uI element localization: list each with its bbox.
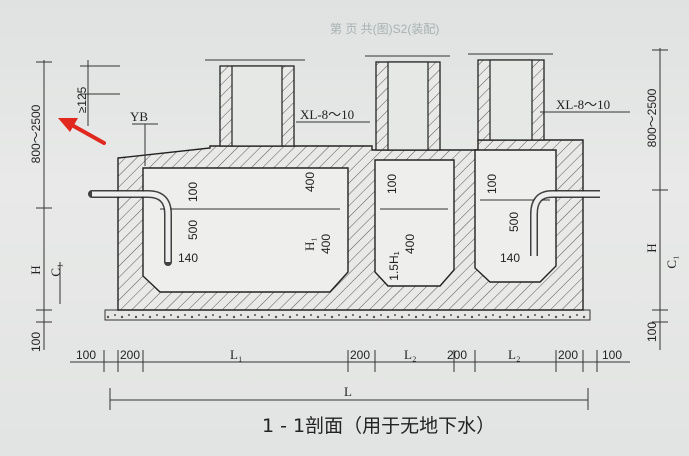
access-shafts [205,53,553,151]
red-arrow-icon [58,118,106,145]
dim-140-right: 140 [500,251,520,265]
dim-100-left-bottom: 100 [29,332,43,352]
bottom-dimension-chain [70,350,630,410]
dim-140-left: 140 [178,251,198,265]
dim-l1: L₁ [230,347,242,362]
dim-200-bottom-4: 200 [558,348,578,362]
dim-100-right-bottom: 100 [645,322,659,342]
dim-800-2500-right: 800～2500 [645,88,659,147]
dim-100-right: 100 [485,174,499,194]
dim-100-pipe: 100 [186,182,200,202]
label-c1-left: C₁ [48,263,63,276]
dim-l-total: L [344,384,352,399]
right-dimension-chain [652,48,668,350]
dim-500-left: 500 [186,220,200,240]
label-h1: H₁ [302,237,317,251]
dim-500-right: 500 [507,212,521,232]
faded-header-text: 第 页 共(图)S2(装配) [330,22,439,36]
dim-200-bottom-1: 200 [120,348,140,362]
label-c1-right: C₁ [664,255,679,268]
label-h-right: H [644,243,659,252]
chamber-1 [142,167,349,293]
dim-200-bottom-3: 200 [447,348,467,362]
dim-100-mid: 100 [385,174,399,194]
dim-100-bottom-left: 100 [76,348,96,362]
label-yb: YB [130,109,148,124]
dim-400-mid: 400 [319,234,333,254]
label-xl-left: XL-8～10 [300,107,354,122]
label-h-left: H [28,265,43,274]
label-1.5h1: 1.5H₁ [387,251,401,280]
dim-800-2500-left: 800～2500 [29,104,43,163]
left-dimension-chain [36,60,120,350]
section-caption: 1 - 1剖面（用于无地下水） [262,415,495,437]
dim-l2-a: L₂ [404,347,416,362]
dim-400-mid2: 400 [403,234,417,254]
dim-ge125: ≥125 [75,86,89,113]
dim-100-bottom-right: 100 [602,348,622,362]
label-xl-right: XL-8～10 [556,97,610,112]
pipes [88,190,600,266]
gravel-base [104,309,591,321]
dim-400-top: 400 [303,172,317,192]
chamber-2 [374,159,455,287]
dim-200-bottom-2: 200 [350,348,370,362]
dim-l2-b: L₂ [508,347,520,362]
